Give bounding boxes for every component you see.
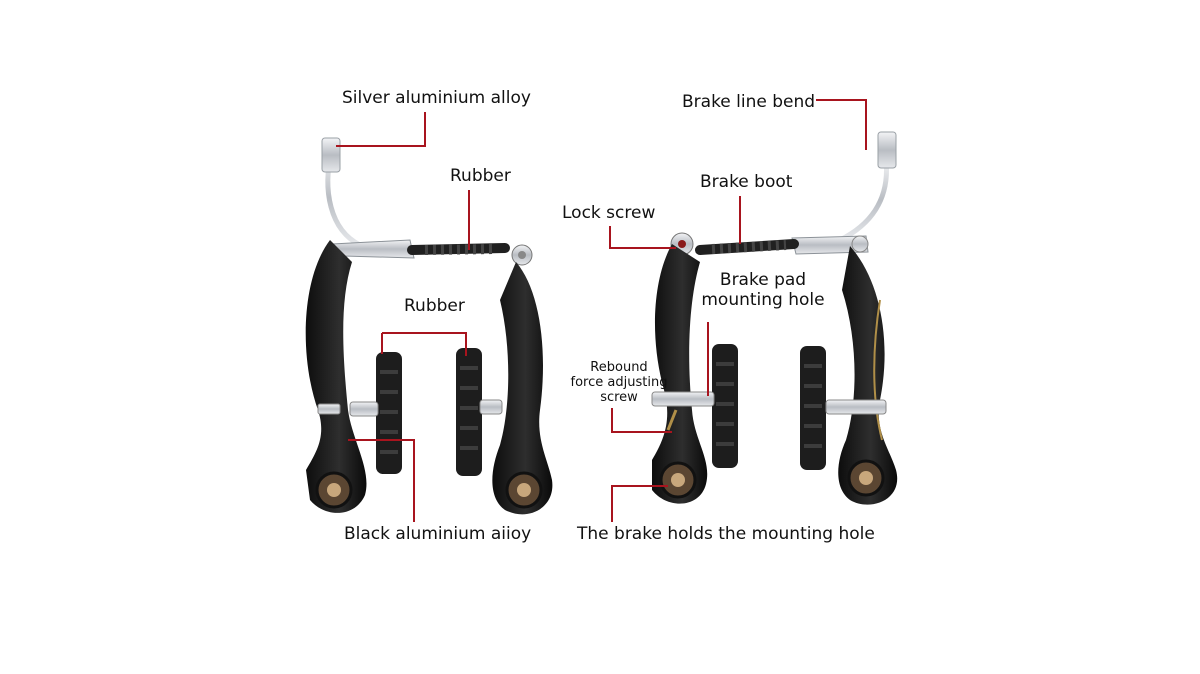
- right-spring: [873, 299, 883, 441]
- leader-lock-screw: [609, 226, 676, 249]
- left-cable-end-cap: [321, 137, 341, 173]
- right-cable-end-cap: [877, 131, 897, 169]
- left-brake: [305, 137, 553, 515]
- leader-lines: [336, 99, 867, 522]
- label-rebound: Rebound force adjusting screw: [560, 360, 678, 405]
- label-brake-boot: Brake boot: [700, 172, 793, 192]
- label-pad-hole-line2: mounting hole: [701, 290, 825, 310]
- left-brake-pad-b: [456, 348, 482, 476]
- label-lock-screw: Lock screw: [562, 203, 656, 223]
- label-pad-hole-line1: Brake pad: [719, 270, 807, 290]
- label-rebound-line1: Rebound: [590, 360, 648, 375]
- leader-silver-alloy: [336, 112, 426, 147]
- label-rubber-pads: Rubber: [404, 296, 465, 316]
- label-pad-hole: Brake pad mounting hole: [700, 270, 826, 310]
- label-brake-line-bend: Brake line bend: [682, 92, 816, 112]
- right-pad-bolt-b: [825, 399, 887, 415]
- label-silver-alloy: Silver aluminium alloy: [342, 88, 531, 108]
- label-rebound-line2: force adjusting: [570, 375, 668, 390]
- label-mount-hole: The brake holds the mounting hole: [577, 524, 875, 544]
- left-pad-bolt-a: [349, 401, 379, 417]
- label-rubber-top: Rubber: [450, 166, 511, 186]
- leader-mount-hole: [611, 485, 668, 522]
- leader-black-alloy: [348, 439, 415, 522]
- leader-brake-line-bend: [816, 99, 867, 150]
- leader-rebound: [611, 408, 672, 433]
- left-arm-a: [305, 240, 367, 513]
- right-cable-noodle: [838, 159, 890, 243]
- right-pad-bolt-a: [651, 391, 715, 407]
- right-brake: [651, 131, 898, 505]
- right-rebound-screw: [666, 409, 678, 431]
- right-arm-b: [838, 246, 898, 505]
- left-pad-bolt-b: [479, 399, 503, 415]
- leader-rubber-pads: [381, 332, 467, 356]
- right-arm-a: [652, 244, 708, 504]
- left-arm-b: [492, 262, 553, 515]
- label-black-alloy: Black aluminium aiioy: [344, 524, 532, 544]
- label-rebound-line3: screw: [600, 390, 638, 405]
